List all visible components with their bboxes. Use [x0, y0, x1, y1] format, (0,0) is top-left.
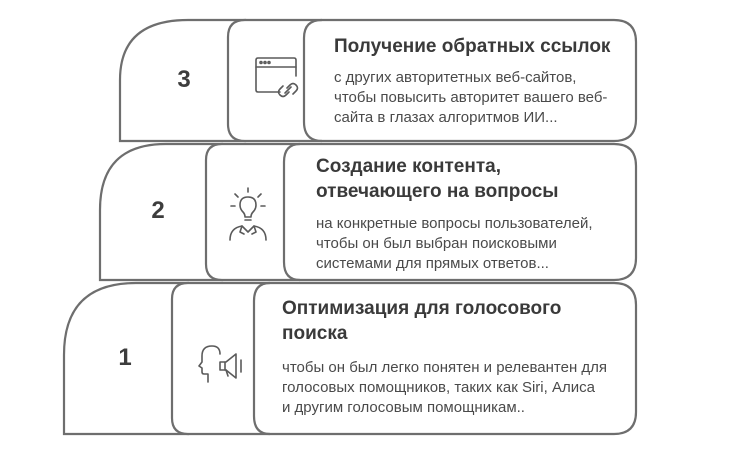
browser-link-icon: [254, 56, 300, 109]
step-2-description: на конкретные вопросы пользователей, что…: [316, 214, 593, 274]
step-3-description: с других авторитетных веб-сайтов, чтобы …: [334, 68, 607, 128]
step-1-title-line: поиска: [282, 323, 348, 344]
voice-speaker-icon: [196, 340, 246, 391]
step-2-desc-line: системами для прямых ответов...: [316, 255, 549, 272]
step-2-divider: [282, 142, 301, 282]
step-1-card: [170, 281, 638, 436]
step-2-number-tab: [98, 142, 224, 282]
step-3-desc-line: с других авторитетных веб-сайтов,: [334, 69, 577, 86]
step-3-divider: [302, 18, 323, 143]
step-1-title-line: Оптимизация для голосового: [282, 298, 562, 319]
step-2-title-line: отвечающего на вопросы: [316, 181, 559, 202]
step-3-desc-line: чтобы повысить авторитет вашего веб-: [334, 89, 608, 106]
step-3-number: 3: [177, 66, 191, 93]
step-2-title-line: Создание контента,: [316, 156, 501, 177]
step-3-card: [226, 18, 638, 143]
step-1-desc-line: и другим голосовым помощникам..: [282, 399, 525, 416]
step-1-divider: [252, 281, 271, 436]
step-2-desc-line: на конкретные вопросы пользователей,: [316, 215, 593, 232]
step-2-desc-line: чтобы он был выбран поисковыми: [316, 235, 557, 252]
step-2-title: Создание контента, отвечающего на вопрос…: [316, 154, 559, 204]
step-2-number: 2: [151, 197, 165, 224]
step-1-desc-line: чтобы он был легко понятен и релевантен …: [282, 359, 608, 376]
step-2-card: [204, 142, 638, 282]
step-1-title: Оптимизация для голосового поиска: [282, 296, 561, 346]
step-3-title: Получение обратных ссылок: [334, 34, 610, 59]
step-1-number: 1: [118, 344, 132, 371]
step-1-number-tab: [62, 281, 190, 436]
step-1-desc-line: голосовых помощников, таких как Siri, Ал…: [282, 379, 595, 396]
step-1-description: чтобы он был легко понятен и релевантен …: [282, 358, 607, 418]
step-3-number-tab: [118, 18, 247, 143]
step-3-title-line: Получение обратных ссылок: [334, 36, 611, 57]
lightbulb-idea-icon: [226, 186, 270, 247]
step-3-desc-line: сайта в глазах алгоритмов ИИ...: [334, 109, 558, 126]
